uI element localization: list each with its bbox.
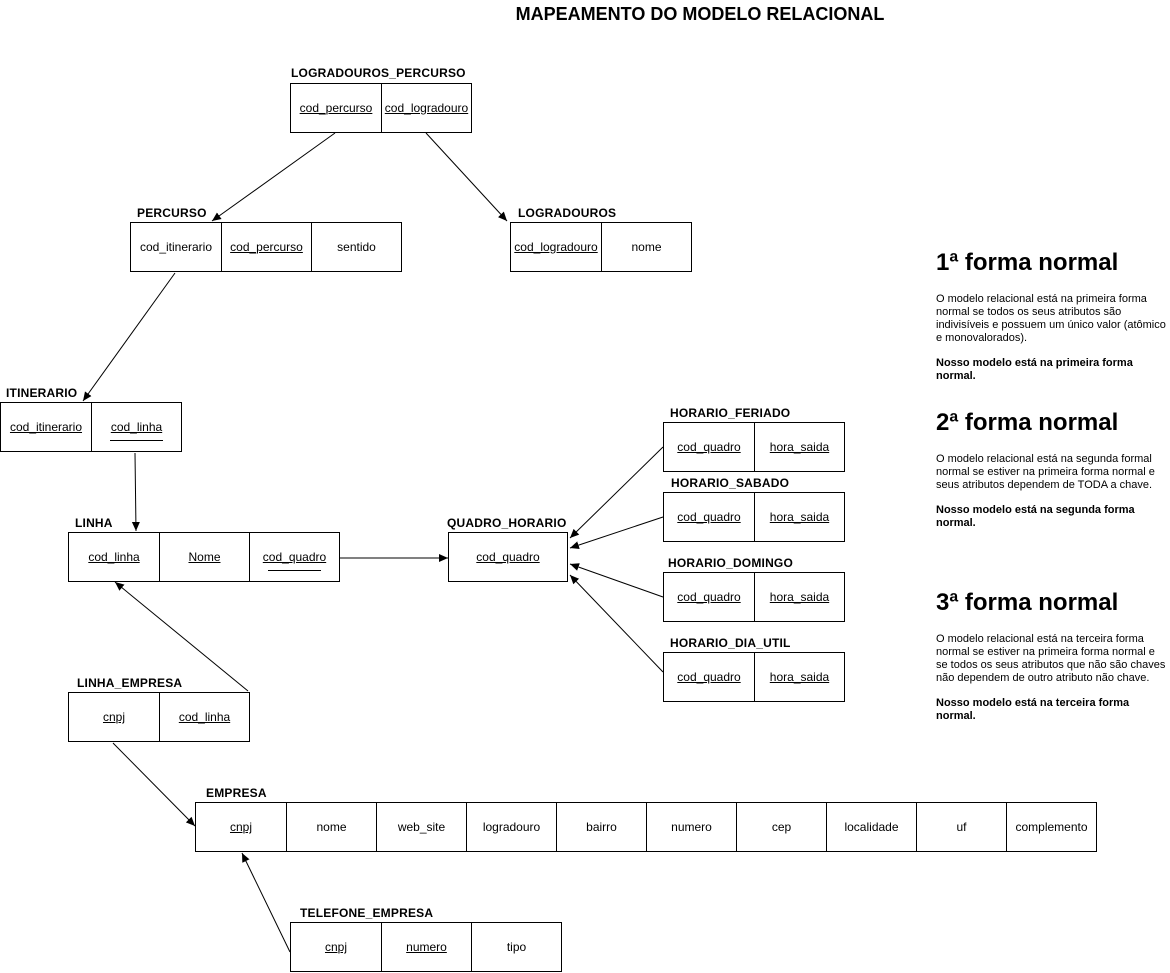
table-horario-sabado: cod_quadro hora_saida: [663, 492, 845, 542]
column-nome: Nome: [159, 533, 249, 581]
note-first-normal-form: 1ª forma normal O modelo relacional está…: [936, 249, 1168, 395]
table-horario-domingo: cod_quadro hora_saida: [663, 572, 845, 622]
column-cod-percurso: cod_percurso: [299, 101, 373, 115]
column-nome: nome: [601, 223, 691, 271]
table-name-itinerario: ITINERARIO: [6, 386, 78, 400]
note-conclusion: Nosso modelo está na segunda forma norma…: [936, 504, 1135, 529]
arrow-logradouros-percurso-to-logradouros: [425, 132, 508, 222]
arrow-dia-util-to-quadro-horario: [569, 574, 664, 673]
table-linha-empresa: cnpj cod_linha: [68, 692, 250, 742]
arrow-telefone-empresa-to-empresa: [241, 852, 291, 953]
note-second-normal-form: 2ª forma normal O modelo relacional está…: [936, 409, 1168, 542]
table-name-horario-dia-util: HORARIO_DIA_UTIL: [670, 636, 791, 650]
arrow-feriado-to-quadro-horario: [569, 446, 664, 539]
column-cod-logradouro: cod_logradouro: [381, 84, 471, 132]
column-cod-linha: cod_linha: [159, 693, 249, 741]
arrow-linha-empresa-to-linha: [114, 581, 249, 692]
column-logradouro: logradouro: [466, 803, 556, 851]
column-cod-quadro: cod_quadro: [476, 550, 540, 564]
table-name-horario-sabado: HORARIO_SABADO: [671, 476, 790, 490]
column-cnpj: cnpj: [229, 820, 252, 834]
column-hora-saida: hora_saida: [754, 653, 844, 701]
arrow-sabado-to-quadro-horario: [569, 516, 664, 549]
column-cod-quadro: cod_quadro: [677, 440, 741, 454]
table-itinerario: cod_itinerario cod_linha: [0, 402, 182, 452]
note-heading: 2ª forma normal: [936, 409, 1119, 436]
column-cod-logradouro: cod_logradouro: [514, 240, 598, 254]
arrow-itinerario-to-linha: [131, 452, 140, 532]
column-cod-itinerario: cod_itinerario: [9, 420, 83, 434]
column-cod-linha: cod_linha: [91, 403, 181, 451]
table-empresa: cnpj nome web_site logradouro bairro num…: [195, 802, 1097, 852]
note-text: O modelo relacional está na terceira for…: [936, 633, 1166, 684]
column-numero: numero: [646, 803, 736, 851]
column-localidade: localidade: [826, 803, 916, 851]
table-name-horario-feriado: HORARIO_FERIADO: [670, 406, 791, 420]
table-logradouros-percurso: cod_percurso cod_logradouro: [290, 83, 472, 133]
column-cnpj: cnpj: [324, 940, 347, 954]
note-text: O modelo relacional está na primeira for…: [936, 293, 1166, 344]
arrow-linha-empresa-to-empresa: [112, 742, 196, 827]
table-name-horario-domingo: HORARIO_DOMINGO: [668, 556, 794, 570]
table-quadro-horario: cod_quadro: [448, 532, 568, 582]
table-name-linha: LINHA: [75, 516, 113, 530]
column-tipo: tipo: [471, 923, 561, 971]
column-cod-percurso: cod_percurso: [221, 223, 311, 271]
column-cep: cep: [736, 803, 826, 851]
arrow-logradouros-percurso-to-percurso: [211, 132, 336, 222]
diagram-title: MAPEAMENTO DO MODELO RELACIONAL: [515, 4, 885, 24]
column-cod-quadro: cod_quadro: [677, 510, 741, 524]
column-sentido: sentido: [311, 223, 401, 271]
column-hora-saida: hora_saida: [754, 423, 844, 471]
table-name-linha-empresa: LINHA_EMPRESA: [77, 676, 183, 690]
note-heading: 1ª forma normal: [936, 249, 1119, 276]
table-name-logradouros-percurso: LOGRADOUROS_PERCURSO: [291, 66, 466, 80]
note-conclusion: Nosso modelo está na primeira forma norm…: [936, 357, 1133, 382]
table-name-quadro-horario: QUADRO_HORARIO: [447, 516, 567, 530]
column-cod-quadro: cod_quadro: [677, 670, 741, 684]
arrow-domingo-to-quadro-horario: [569, 563, 664, 598]
table-horario-dia-util: cod_quadro hora_saida: [663, 652, 845, 702]
table-linha: cod_linha Nome cod_quadro: [68, 532, 340, 582]
table-percurso: cod_itinerario cod_percurso sentido: [130, 222, 402, 272]
column-cod-linha: cod_linha: [88, 550, 140, 564]
column-hora-saida: hora_saida: [754, 493, 844, 541]
column-complemento: complemento: [1006, 803, 1096, 851]
column-bairro: bairro: [556, 803, 646, 851]
note-conclusion: Nosso modelo está na terceira forma norm…: [936, 697, 1130, 722]
column-uf: uf: [916, 803, 1006, 851]
column-nome: nome: [286, 803, 376, 851]
column-numero: numero: [381, 923, 471, 971]
note-text: O modelo relacional está na segunda form…: [936, 453, 1155, 491]
table-name-empresa: EMPRESA: [206, 786, 267, 800]
table-logradouros: cod_logradouro nome: [510, 222, 692, 272]
table-name-percurso: PERCURSO: [137, 206, 207, 220]
note-heading: 3ª forma normal: [936, 589, 1119, 616]
table-horario-feriado: cod_quadro hora_saida: [663, 422, 845, 472]
table-name-logradouros: LOGRADOUROS: [518, 206, 617, 220]
arrow-percurso-to-itinerario: [82, 272, 176, 402]
column-hora-saida: hora_saida: [754, 573, 844, 621]
note-third-normal-form: 3ª forma normal O modelo relacional está…: [936, 589, 1168, 735]
column-web-site: web_site: [376, 803, 466, 851]
column-cod-quadro: cod_quadro: [249, 533, 339, 581]
column-cod-itinerario: cod_itinerario: [139, 240, 213, 254]
column-cod-quadro: cod_quadro: [677, 590, 741, 604]
table-telefone-empresa: cnpj numero tipo: [290, 922, 562, 972]
column-cnpj: cnpj: [102, 710, 125, 724]
table-name-telefone-empresa: TELEFONE_EMPRESA: [300, 906, 434, 920]
